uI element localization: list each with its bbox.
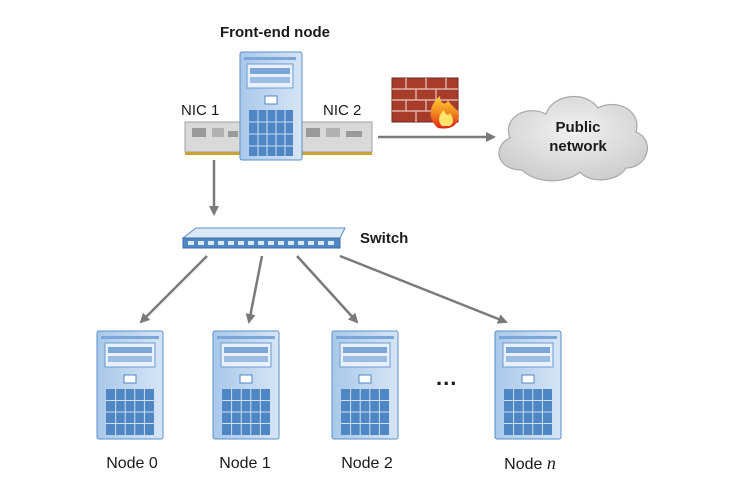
node-2-server	[331, 330, 399, 440]
nic-2-card	[299, 121, 373, 155]
public-network-line-1: Public	[555, 119, 601, 136]
node-n-server	[494, 330, 562, 440]
public-network-cloud	[498, 95, 648, 182]
front-end-node-label: Front-end node	[220, 24, 330, 41]
node-1-server	[212, 330, 280, 440]
switch-device	[181, 227, 346, 249]
public-network-label: Public network	[530, 118, 626, 156]
arrow-to-node-0	[139, 255, 208, 324]
firewall-icon	[391, 77, 459, 129]
arrow-to-node-n	[339, 254, 508, 324]
node-0-label: Node 0	[106, 455, 158, 472]
node-n-label: Node n	[485, 453, 575, 474]
public-network-line-2: network	[549, 138, 607, 155]
ellipsis-more-nodes: ...	[436, 365, 458, 390]
nic-2-label: NIC 2	[323, 102, 362, 119]
arrow-to-node-2	[296, 255, 359, 324]
node-n-prefix: Node	[504, 456, 547, 473]
node-0-server	[96, 330, 164, 440]
arrow-to-node-1	[245, 255, 264, 324]
nic-1-label: NIC 1	[181, 102, 220, 119]
node-n-symbol: n	[546, 453, 556, 473]
node-1-label: Node 1	[219, 455, 271, 472]
switch-label: Switch	[360, 230, 409, 247]
node-2-label: Node 2	[341, 455, 393, 472]
front-end-server	[239, 51, 303, 161]
nic-1-card	[184, 121, 241, 155]
